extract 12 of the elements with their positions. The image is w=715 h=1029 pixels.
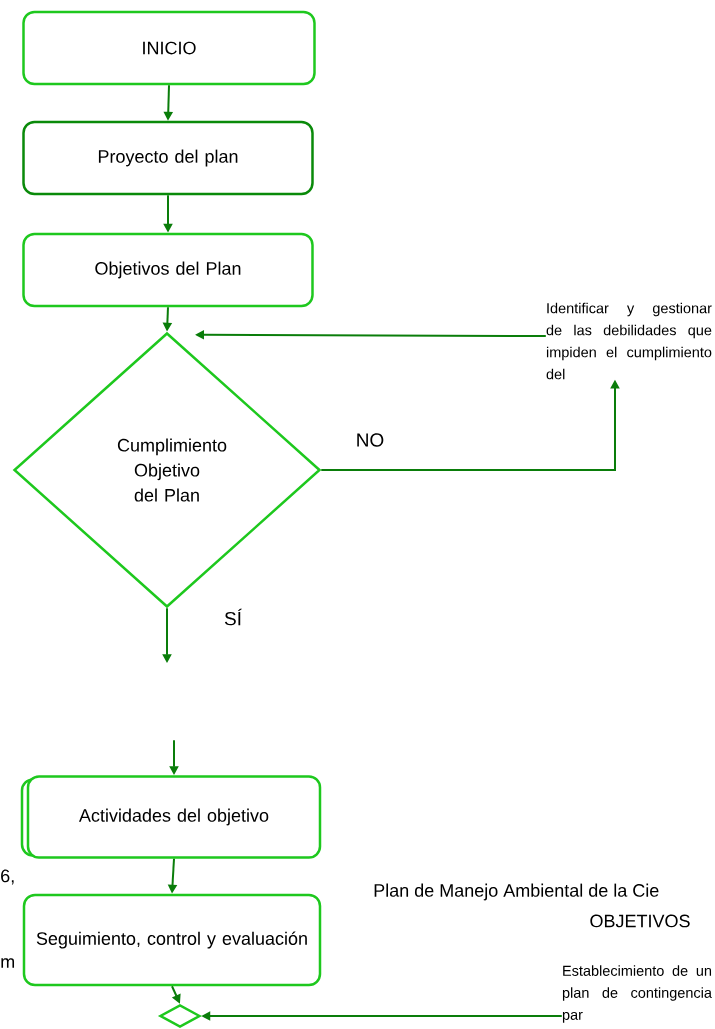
note-text: Identificar y gestionar de las debilidades que impiden el cumplimiento del — [546, 302, 712, 380]
start-box: INICIO — [22, 10, 316, 86]
edge-label: NO — [354, 432, 386, 448]
heading-text: Plan de Manejo Ambiental de la Cie — [374, 883, 659, 901]
process-box: Objetivos del Plan — [22, 232, 314, 308]
process-box: Seguimiento, control y evaluación — [22, 893, 322, 987]
heading-text: OBJETIVOS — [590, 914, 690, 928]
note-text: Establecimiento de un plan de contingencia par — [562, 965, 712, 1023]
edge-label: SÍ — [223, 607, 243, 627]
process-box: Actividades del objetivo — [20, 775, 322, 859]
process-box: Proyecto del plan — [22, 120, 314, 196]
text-fragment: 6, — [1, 869, 14, 885]
